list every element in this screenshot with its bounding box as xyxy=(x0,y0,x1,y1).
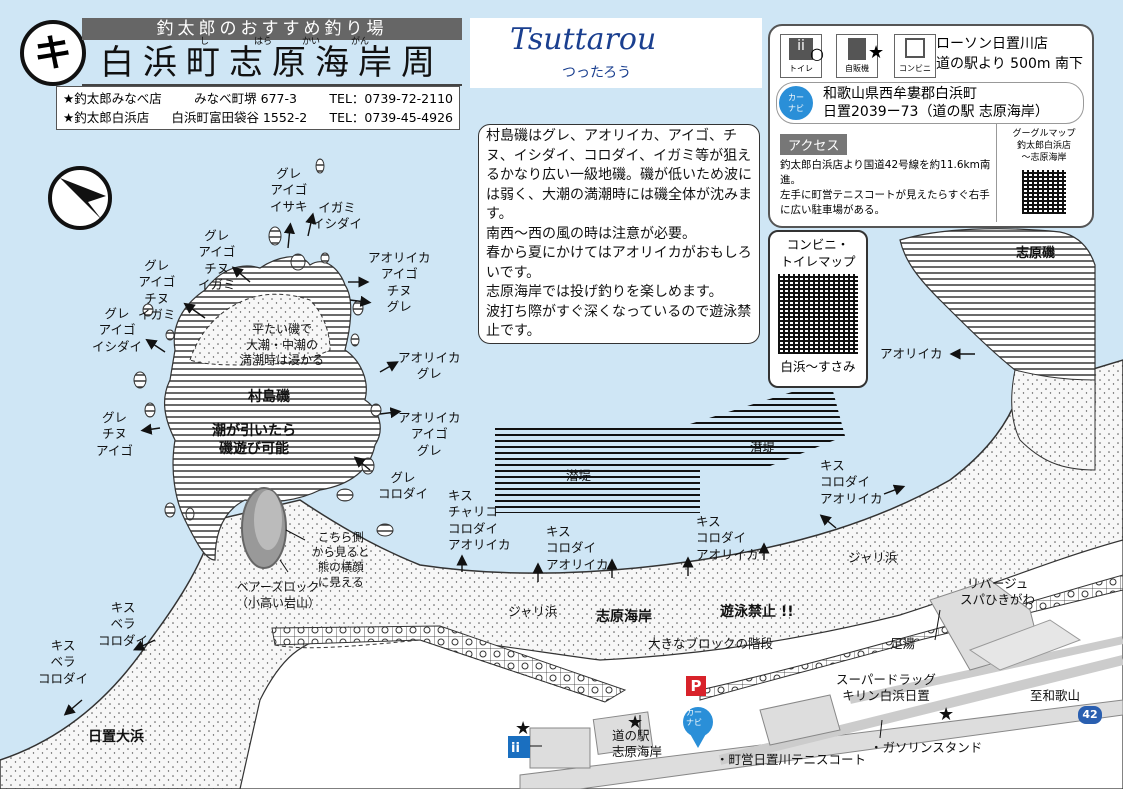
no-swimming-label: 遊泳禁止 !! xyxy=(720,604,794,620)
fish-label: キス ベラ コロダイ xyxy=(98,600,149,648)
shop-row-1: ★釣太郎みなべ店 みなべ町堺 677-3 TEL：0739-72-2110 xyxy=(63,89,453,108)
car-navi-pin-icon: カー ナビ xyxy=(686,708,702,727)
shop-tel: TEL：0739-45-4926 xyxy=(329,110,453,125)
murashima-iso-label: 村島磯 xyxy=(248,389,290,405)
fish-label: アオリイカ アイゴ チヌ グレ xyxy=(368,250,431,314)
fish-label: キス コロダイ アオリイカ xyxy=(546,524,609,572)
fish-label: イガミ イシダイ xyxy=(312,200,363,232)
shop-tel: TEL：0739-72-2110 xyxy=(329,91,453,106)
drugstore-label: スーパードラッグ キリン白浜日置 xyxy=(836,672,936,704)
to-wakayama-label: 至和歌山 xyxy=(1030,688,1081,703)
shop-row-2: ★釣太郎白浜店 白浜町富田袋谷 1552-2 TEL：0739-45-4926 xyxy=(63,108,453,127)
route-42-icon: 42 xyxy=(1078,706,1102,724)
shiohara-iso-label: 志原磯 xyxy=(1016,246,1056,261)
shiohara-kaigan-label: 志原海岸 xyxy=(596,609,652,625)
fish-label: キス コロダイ アオリイカ xyxy=(820,458,883,506)
spot-description: 村島磯はグレ、アオリイカ、アイゴ、チヌ、イシダイ、コロダイ、イガミ等が狙えるかな… xyxy=(478,124,760,344)
car-navi-icon: カー ナビ xyxy=(779,86,813,120)
block-stairs-label: 大きなブロックの階段 xyxy=(648,636,774,651)
convenience-toilet-map-qr: コンビニ・ トイレマップ 白浜～すさみ xyxy=(768,230,868,388)
car-navi-info: カー ナビ 和歌山県西牟婁郡白浜町 日置2039ー73（道の駅 志原海岸） xyxy=(776,82,1084,124)
fish-label: アオリイカ xyxy=(880,346,943,361)
toilet-icon: ii トイレ xyxy=(780,34,822,78)
convenience-store-info: ローソン日置川店 道の駅より 500m 南下 xyxy=(936,36,1083,72)
title-bar: 釣太郎のおすすめ釣り場 xyxy=(82,18,462,40)
convenience-store-icon: コンビニ xyxy=(894,34,936,78)
fish-label: グレ アイゴ イサキ xyxy=(270,166,308,214)
riverage-spa-label: リバージュ スパひきがわ xyxy=(960,576,1036,608)
fish-label: キス ベラ コロダイ xyxy=(38,638,89,686)
tide-play-label: 潮が引いたら 磯遊び可能 xyxy=(212,423,296,458)
svg-text:★: ★ xyxy=(627,712,643,733)
tennis-court-label: ・町営日置川テニスコート xyxy=(716,752,867,767)
shop-name: ★釣太郎みなべ店 xyxy=(63,91,162,106)
compass xyxy=(48,166,112,230)
vending-mark: ★ xyxy=(868,42,885,63)
gas-station-label: ・ガソリンスタンド xyxy=(870,740,983,755)
furigana-4: がん xyxy=(351,37,370,47)
access-text: 釣太郎白浜店より国道42号線を約11.6km南進。 左手に町営テニスコートが見え… xyxy=(780,159,991,216)
bear-rock-note: こちら側 から見ると 熊の横顔 に見える xyxy=(312,530,370,589)
fish-label: グレ アイゴ チヌ イガミ xyxy=(198,228,236,292)
submerged-breakwater-label: 潜堤 xyxy=(750,440,776,455)
foot-bath-label: 足湯 xyxy=(890,636,916,651)
flat-rock-note: 平たい磯で 大潮・中潮の 満潮時は浸かる xyxy=(240,322,325,368)
shop-address: みなべ町堺 677-3 xyxy=(194,91,297,106)
qr-code-icon xyxy=(1022,170,1066,214)
shop-name: ★釣太郎白浜店 xyxy=(63,110,150,125)
logo-subtext: つったろう xyxy=(562,65,632,81)
fish-label: キス チャリコ コロダイ アオリイカ xyxy=(448,488,511,552)
fish-label: グレ コロダイ xyxy=(378,470,429,502)
title-letter: キ xyxy=(20,20,86,86)
logo-text: Tsuttarou xyxy=(510,22,657,57)
roadside-station-label: 道の駅 志原海岸 xyxy=(612,728,663,760)
hiki-ohama-label: 日置大浜 xyxy=(88,729,144,745)
fish-label: アオリイカ アイゴ グレ xyxy=(398,410,461,458)
vending-machine-icon: 自販機 xyxy=(836,34,878,78)
bear-rock-label: ベアーズロック （小高い岩山） xyxy=(236,580,321,610)
access-info-box: ii トイレ ○ 自販機 ★ コンビニ ローソン日置川店 道の駅より 500m … xyxy=(768,24,1094,228)
gravel-beach-label: ジャリ浜 xyxy=(848,550,898,565)
svg-text:★: ★ xyxy=(515,718,531,739)
fish-label: グレ アイゴ イシダイ xyxy=(92,306,143,354)
fish-label: グレ チヌ アイゴ xyxy=(96,410,133,458)
qr-code-icon xyxy=(778,274,858,354)
fish-label: キス コロダイ アオリイカ xyxy=(696,514,759,562)
svg-text:★: ★ xyxy=(938,704,954,725)
shop-address: 白浜町富田袋谷 1552-2 xyxy=(171,110,308,125)
gravel-beach-label: ジャリ浜 xyxy=(508,604,558,619)
page-title: 白浜町志原海岸周辺 xyxy=(82,42,462,125)
submerged-breakwater-label: 潜堤 xyxy=(566,468,592,483)
toilet-mark: ○ xyxy=(810,44,824,63)
shop-info: ★釣太郎みなべ店 みなべ町堺 677-3 TEL：0739-72-2110 ★釣… xyxy=(56,86,460,130)
google-map-qr: グーグルマップ 釣太郎白浜店 ～志原海岸 xyxy=(996,124,1091,222)
furigana-3: かい xyxy=(302,37,321,47)
brand-logo: Tsuttarou つったろう xyxy=(470,18,762,88)
fish-label: アオリイカ グレ xyxy=(398,350,461,382)
parking-icon: P xyxy=(686,676,706,696)
svg-text:ii: ii xyxy=(511,741,520,756)
furigana-2: はら xyxy=(254,37,273,47)
access-heading: アクセス xyxy=(780,134,848,155)
fish-label: グレ アイゴ チヌ イガミ xyxy=(138,258,176,322)
furigana-1: し xyxy=(200,37,210,47)
